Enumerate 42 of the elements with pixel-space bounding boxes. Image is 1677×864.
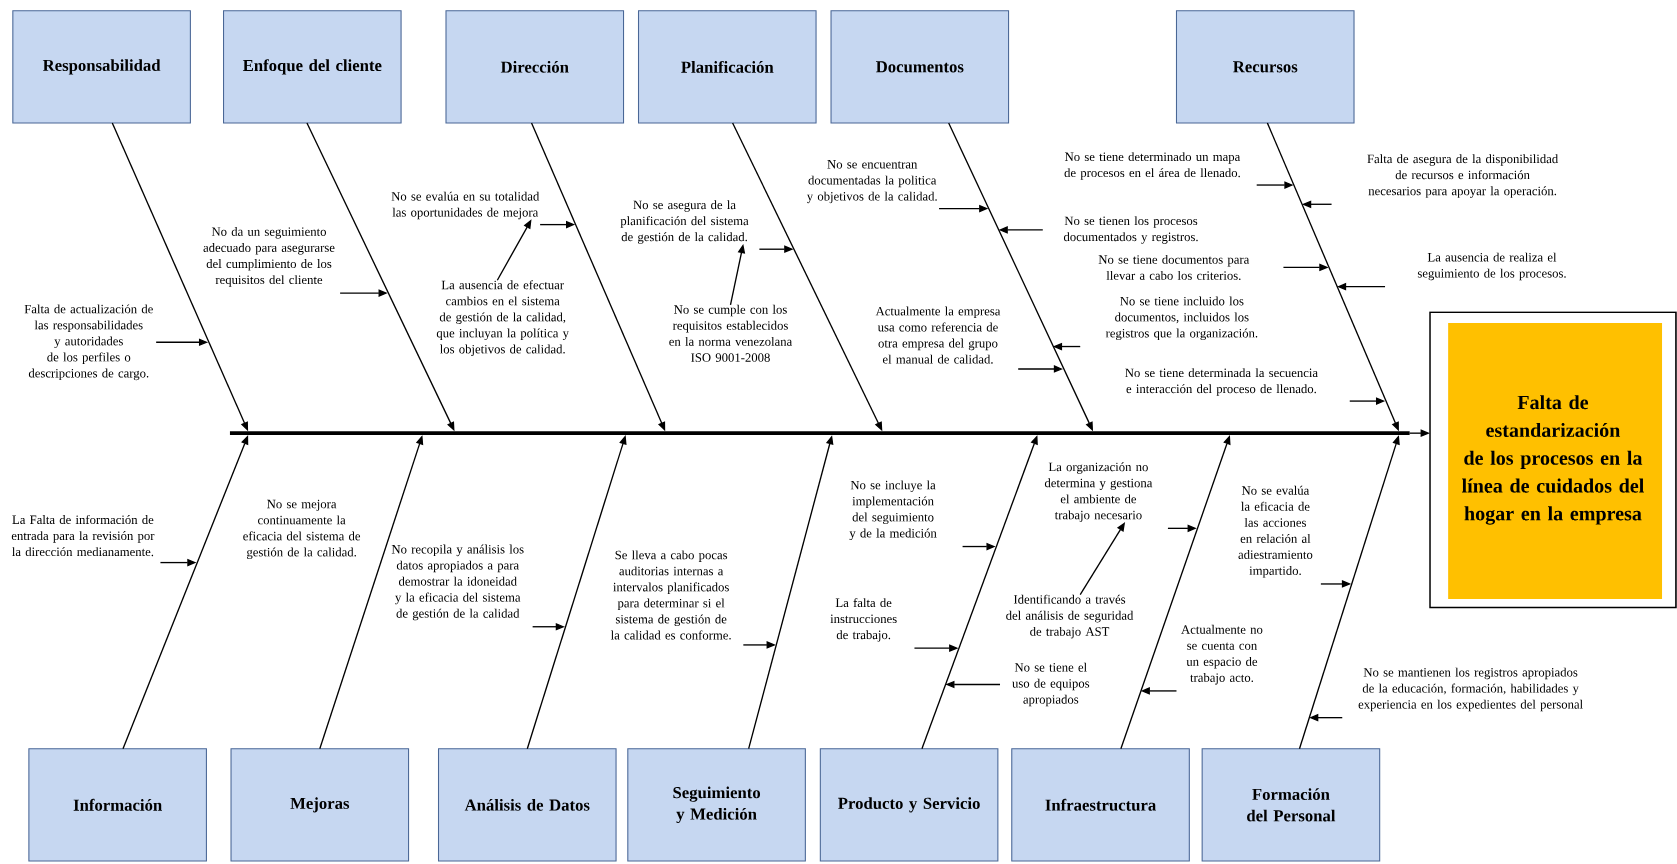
cause-text: La falta de instrucciones de trabajo. — [830, 597, 897, 642]
category-box: Dirección — [445, 10, 625, 124]
category-box: Enfoque del cliente — [223, 10, 402, 124]
category-box: Documentos — [830, 10, 1010, 124]
cause-text: No se asegura de la planificación del sistema de gestión de la calidad. — [620, 200, 749, 244]
category-box: Planificación — [637, 10, 817, 124]
cause-text: No se incluye la implementación del seguimiento y de la medición — [849, 480, 937, 541]
cause-text: La Falta de información de entrada para la revisión por la dirección medianamente. — [11, 514, 155, 557]
cause-text: Actualmente la empresa usa como referencia de otra empresa del grupo el manual de calidad. — [875, 306, 1001, 364]
cause-text: No recopila y análisis los datos apropiados a para demostrar la idoneidad y la eficacia del sistema de gestión de la calidad — [391, 544, 524, 621]
cause-text: No da un seguimiento adecuado para asegurarse del cumplimiento de los requisitos del cliente — [203, 226, 335, 287]
cause-text: No se tiene incluido los documentos, incluidos los registros que la organización. — [1105, 296, 1258, 341]
cause-text: No se evalúa en su totalidad las oportunidades de mejora — [391, 191, 540, 220]
cause-text: La ausencia de efectuar cambios en el sistema de gestión de la calidad, que incluyan la política y los objetivos de calidad. — [436, 280, 569, 356]
category-box: Mejoras — [230, 748, 410, 862]
cause-text: No se mantienen los registros apropiados de la educación, formación, habilidades y experiencia en los expedientes del personal — [1358, 667, 1583, 712]
cause-text: Falta de asegura de la disponibilidad de recursos e información necesarios para apoyar la operación. — [1367, 154, 1559, 198]
cause-text: No se mejora continuamente la eficacia del sistema de gestión de la calidad. — [243, 499, 361, 559]
category-box: Información — [28, 748, 207, 862]
cause-text: Se lleva a cabo pocas auditorias internas a intervalos planificados para determinar si el sistema de gestión de la calidad es conforme. — [610, 550, 731, 640]
cause-text: No se tiene determinado un mapa de procesos en el área de llenado. — [1064, 152, 1241, 180]
cause-text: No se tiene documentos para llevar a cabo los criterios. — [1098, 254, 1250, 280]
effect-box: Falta de estandarización de los procesos en la línea de cuidados del hogar en la empresa — [1429, 311, 1677, 609]
cause-text: No se cumple con los requisitos establecidos en la norma venezolana ISO 9001-2008 — [669, 304, 793, 362]
bone-arrow — [122, 435, 249, 750]
category-box: Producto y Servicio — [819, 748, 999, 862]
category-box: Infraestructura — [1011, 748, 1190, 862]
cause-text: No se tiene el uso de equipos apropiados — [1012, 662, 1090, 707]
category-box: Responsabilidad — [12, 10, 191, 124]
category-box: Seguimiento y Medición — [627, 748, 806, 862]
cause-text: Identificando a través del análisis de seguridad de trabajo AST — [1006, 594, 1134, 639]
cause-text: La organización no determina y gestiona el ambiente de trabajo necesario — [1044, 462, 1153, 522]
cause-text: Falta de actualización de las responsabilidades y autoridades de los perfiles o descripciones de cargo. — [24, 304, 153, 381]
cause-text: Actualmente no se cuenta con un espacio de trabajo acto. — [1181, 624, 1263, 685]
category-box: Formación del Personal — [1201, 748, 1381, 862]
cause-text: No se tienen los procesos documentados y registros. — [1063, 216, 1198, 244]
category-box: Recursos — [1175, 10, 1355, 124]
category-box: Análisis de Datos — [437, 748, 617, 862]
cause-text: No se encuentran documentadas la politica y objetivos de la calidad. — [806, 160, 937, 204]
cause-text: La ausencia de realiza el seguimiento de los procesos. — [1417, 252, 1566, 281]
cause-text: No se tiene determinada la secuencia e interacción del proceso de llenado. — [1125, 368, 1318, 396]
cause-text: No se evalúa la eficacia de las acciones en relación al adiestramiento impartido. — [1238, 485, 1313, 578]
